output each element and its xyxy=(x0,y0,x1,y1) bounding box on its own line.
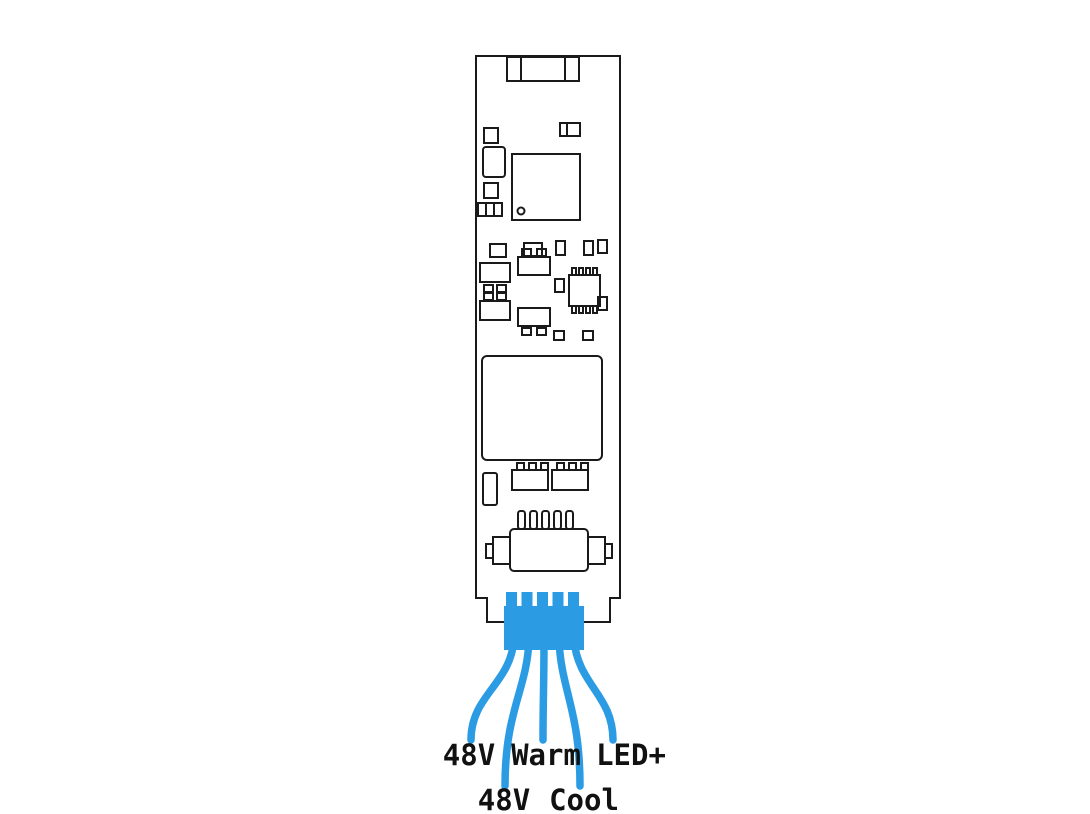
transistor-body xyxy=(517,307,551,327)
plug-tooth xyxy=(552,592,564,608)
header-connector-body xyxy=(509,528,589,572)
transistor-pad xyxy=(536,248,547,257)
fet-pad xyxy=(568,462,577,471)
fet-pad xyxy=(556,462,565,471)
fet-pad xyxy=(528,462,537,471)
soic-pin xyxy=(578,305,584,314)
transistor-pad xyxy=(483,292,494,301)
smd-pad xyxy=(597,296,608,311)
smd-resistor xyxy=(477,202,503,217)
transistor-pad xyxy=(496,292,507,301)
connector-pin xyxy=(517,510,526,530)
transistor-pad xyxy=(521,248,532,257)
connector-pin xyxy=(553,510,562,530)
wire-labels: 48V Warm LED+ 48V Cool xyxy=(443,738,666,814)
transistor-body xyxy=(517,256,551,276)
main-ic xyxy=(511,153,581,221)
connector-pin xyxy=(529,510,538,530)
smd-component xyxy=(483,182,499,199)
soic-pin xyxy=(571,267,577,276)
smd-pad xyxy=(583,240,594,256)
smd-pad xyxy=(554,278,565,293)
wire-5-ledplus xyxy=(570,636,617,744)
header-solder-pad-right xyxy=(604,543,613,559)
soic-pin xyxy=(585,305,591,314)
header-solder-pad-left xyxy=(485,543,494,559)
transistor-body xyxy=(479,262,511,283)
soic-pin xyxy=(592,305,598,314)
plug-tooth xyxy=(506,592,517,608)
capacitor xyxy=(482,146,506,178)
wire-harness xyxy=(467,636,617,790)
label-48v-bottom: 48V xyxy=(478,783,530,814)
transistor-pad xyxy=(521,327,532,336)
label-ledplus: LED+ xyxy=(596,738,666,772)
fet-pad xyxy=(516,462,525,471)
blue-plug xyxy=(504,592,584,650)
soic-pin xyxy=(578,267,584,276)
connector-pin xyxy=(565,510,574,530)
smd-component xyxy=(483,127,499,144)
transformer xyxy=(481,355,603,461)
main-ic-pin1-dot xyxy=(516,206,526,216)
soic-ic xyxy=(568,274,601,307)
label-warm: Warm xyxy=(511,738,581,772)
transistor-pad xyxy=(536,327,547,336)
smd-pad xyxy=(582,330,594,341)
soic-pin xyxy=(571,305,577,314)
plug-body xyxy=(504,606,584,650)
fet-body xyxy=(511,469,549,491)
wire-1-48v xyxy=(467,636,518,744)
fet-body xyxy=(551,469,589,491)
smd-pad xyxy=(555,240,566,256)
plug-tooth xyxy=(537,592,548,608)
vertical-component xyxy=(482,472,498,506)
transistor-body xyxy=(479,300,511,321)
smd-pad xyxy=(553,330,565,341)
pcb-outline xyxy=(475,55,621,623)
header-connector-ear-left xyxy=(492,536,511,565)
top-mounting-tab xyxy=(506,56,580,82)
smd-pad xyxy=(597,239,608,254)
soic-pin xyxy=(585,267,591,276)
fet-pad xyxy=(580,462,589,471)
smd-component xyxy=(559,122,581,137)
plug-tooth xyxy=(521,592,533,608)
smd-component xyxy=(489,243,507,258)
wire-3-warm xyxy=(539,636,548,744)
plug-tooth xyxy=(568,592,579,608)
transistor-pad xyxy=(483,284,494,293)
connector-pin xyxy=(541,510,550,530)
transistor-pad xyxy=(496,284,507,293)
label-48v-top: 48V xyxy=(443,738,495,772)
pcb-board xyxy=(475,55,621,623)
wire-4-cool xyxy=(555,636,584,790)
soic-pin xyxy=(592,267,598,276)
fet-pad xyxy=(540,462,549,471)
wire-2-48v xyxy=(501,636,533,790)
header-connector-ear-right xyxy=(587,536,606,565)
label-cool: Cool xyxy=(549,783,619,814)
